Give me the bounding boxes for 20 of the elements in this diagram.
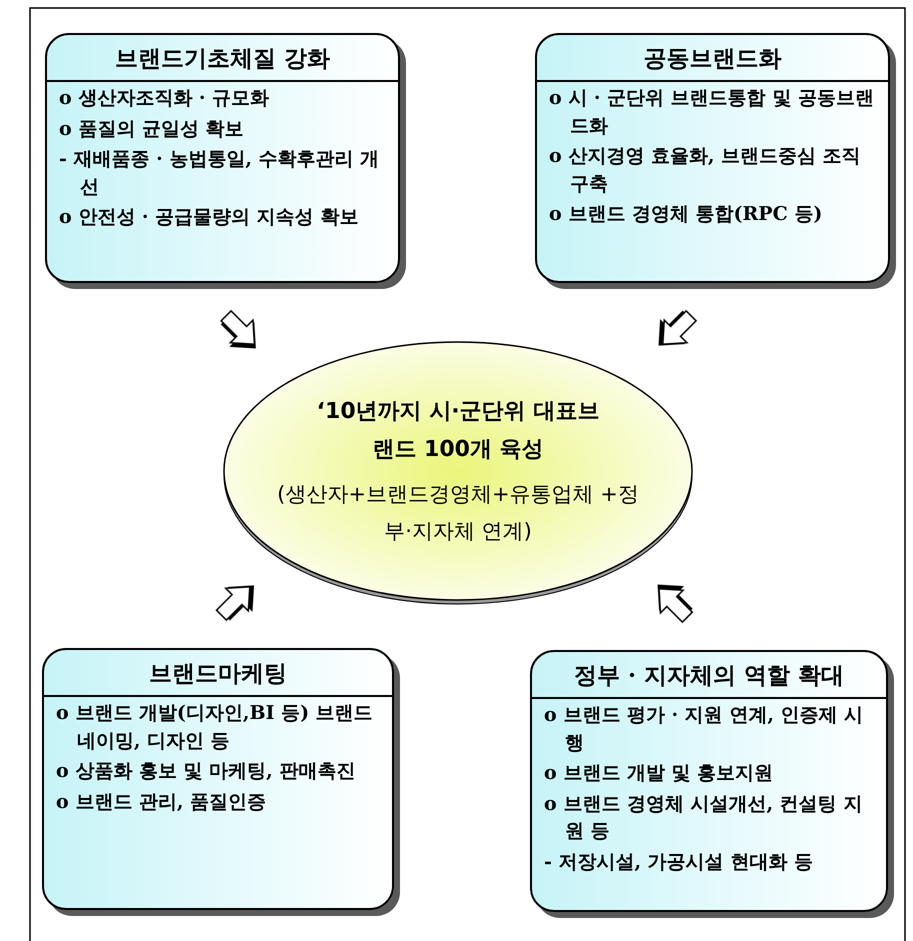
- bullet-item: o 품질의 균일성 확보: [59, 116, 245, 142]
- bullet-item: o 생산자조직화 · 규모화: [59, 86, 270, 111]
- block-arrow: [215, 586, 251, 622]
- bullet-item: o 안전성 · 공급물량의 지속성 확보: [59, 205, 360, 230]
- bullet-item: o 상품화 홍보 및 마케팅, 판매촉진: [56, 759, 356, 784]
- card-heading: 공동브랜드화: [644, 44, 782, 74]
- goal-text: ‘10년까지 시·군단위 대표브랜드 100개 육성: [316, 398, 600, 464]
- card-heading: 브랜드마케팅: [149, 659, 287, 689]
- bullet-item: o 브랜드 경영체 통합(RPC 등): [549, 202, 824, 228]
- card-heading: 정부 · 지자체의 역할 확대: [574, 661, 844, 691]
- block-arrow: [658, 588, 694, 624]
- block-arrow: [220, 310, 256, 345]
- block-arrow: [662, 310, 698, 345]
- bullet-item: o 브랜드 경영체 시설개선, 컨설팅 지원 등: [544, 792, 864, 844]
- goal-ellipse: [222, 340, 694, 602]
- card-heading: 브랜드기초체질 강화: [114, 44, 330, 74]
- bullet-item: o 브랜드 관리, 품질인증: [56, 790, 268, 815]
- partners-text: (생산자+브랜드경영체+유통업체 +정부·지자체 연계): [276, 480, 640, 544]
- bullet-item: o 브랜드 개발 및 홍보지원: [544, 761, 774, 786]
- bullet-item: - 저장시설, 가공시설 현대화 등: [544, 850, 814, 875]
